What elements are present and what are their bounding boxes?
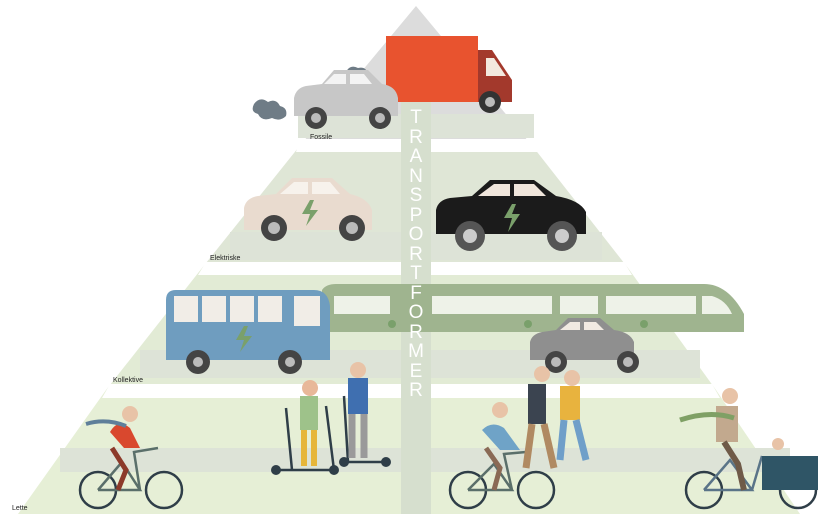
tier-label-fossil: Fossile [310, 134, 333, 141]
tram-icon [322, 284, 744, 332]
tier-label-electric: Elektriske [210, 255, 241, 262]
electric-car-icon [244, 178, 372, 241]
pedestrian-icon [522, 366, 590, 469]
tier-label-light: Lette [12, 505, 28, 512]
bus-icon [166, 290, 330, 374]
fossil-car-icon [294, 70, 398, 129]
cyclist-icon [78, 406, 184, 510]
tier-label-collective: Kollektive [113, 377, 143, 384]
scooter-icon [271, 362, 391, 475]
pyramid-title: TRANSPORTFORMERTRANSPORTFORMER [408, 107, 424, 401]
electric-car-icon [436, 180, 586, 251]
cyclist-icon [448, 402, 556, 510]
truck-icon [386, 36, 512, 113]
fossil-car-icon [530, 318, 639, 373]
cargo-bike-icon [679, 388, 818, 510]
